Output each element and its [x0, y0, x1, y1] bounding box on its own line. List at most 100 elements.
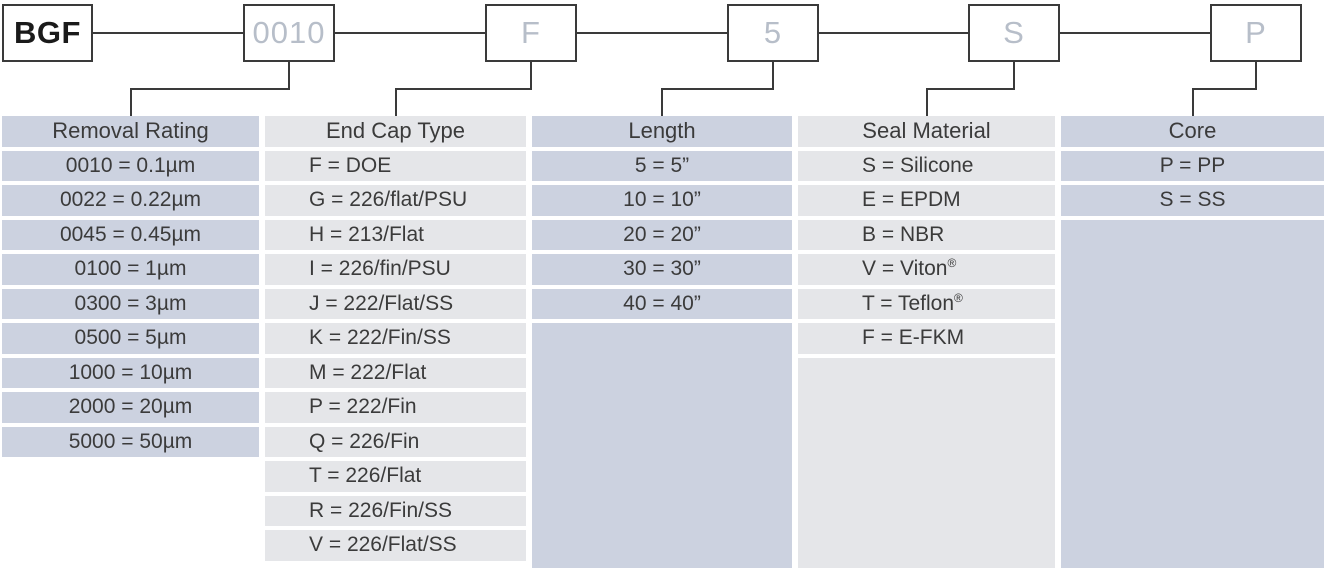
option-cell: V = 226/Flat/SS: [265, 530, 526, 561]
column-header-label: Core: [1168, 118, 1217, 144]
option-label: G = 226/flat/PSU: [309, 188, 468, 212]
option-label: Q = 226/Fin: [309, 429, 420, 453]
option-cell: G = 226/flat/PSU: [265, 185, 526, 216]
option-cell: 0100 = 1µm: [2, 254, 259, 285]
connector-horizontal-line: [394, 88, 532, 90]
option-cell: 5 = 5”: [532, 150, 792, 181]
connector-drop-line: [772, 62, 774, 90]
option-label: E = EPDM: [862, 188, 961, 212]
column-header-end-cap-type: End Cap Type: [265, 116, 526, 147]
option-cell: 30 = 30”: [532, 254, 792, 285]
option-cell: T = Teflon®: [798, 288, 1055, 319]
option-label: T = Teflon®: [862, 290, 963, 315]
column-header-core: Core: [1061, 116, 1324, 147]
column-header-removal-rating: Removal Rating: [2, 116, 259, 147]
connector-drop-line: [1255, 62, 1257, 90]
bus-line: [819, 32, 968, 35]
option-label: 0300 = 3µm: [74, 291, 187, 315]
code-value-removal-rating: 0010: [252, 15, 326, 50]
option-label: F = E-FKM: [862, 326, 965, 350]
bus-line: [335, 32, 485, 35]
series-prefix-box: BGF: [2, 4, 93, 62]
option-label: R = 226/Fin/SS: [309, 498, 452, 522]
option-cell: 0300 = 3µm: [2, 288, 259, 319]
code-box-seal-material: S: [968, 4, 1060, 62]
option-cell: Q = 226/Fin: [265, 426, 526, 457]
option-label: P = PP: [1159, 153, 1226, 177]
connector-horizontal-line: [1191, 88, 1257, 90]
column-header-label: Length: [628, 118, 696, 144]
option-label: 0010 = 0.1µm: [65, 153, 196, 177]
column-header-label: Removal Rating: [52, 118, 209, 144]
option-cell: T = 226/Flat: [265, 461, 526, 492]
connector-entry-line: [661, 88, 663, 116]
option-cell: 40 = 40”: [532, 288, 792, 319]
option-label: T = 226/Flat: [309, 464, 422, 488]
option-cell: H = 213/Flat: [265, 219, 526, 250]
option-label: B = NBR: [862, 222, 945, 246]
option-cell: P = 222/Fin: [265, 392, 526, 423]
column-fill-block: [798, 357, 1055, 568]
code-box-end-cap-type: F: [485, 4, 577, 62]
option-label: 40 = 40”: [623, 291, 701, 315]
option-label: 0022 = 0.22µm: [59, 188, 202, 212]
option-label: 1000 = 10µm: [68, 360, 193, 384]
connector-entry-line: [129, 88, 132, 116]
option-cell: J = 222/Flat/SS: [265, 288, 526, 319]
option-cell: F = DOE: [265, 150, 526, 181]
bus-line: [1060, 32, 1210, 35]
code-box-core: P: [1210, 4, 1302, 62]
option-label: 2000 = 20µm: [68, 395, 193, 419]
connector-horizontal-line: [661, 88, 774, 90]
option-cell: 0010 = 0.1µm: [2, 150, 259, 181]
option-cell: S = Silicone: [798, 150, 1055, 181]
option-cell: K = 222/Fin/SS: [265, 323, 526, 354]
column-header-seal-material: Seal Material: [798, 116, 1055, 147]
option-label: V = Viton®: [862, 256, 957, 281]
option-cell: 20 = 20”: [532, 219, 792, 250]
connector-drop-line: [288, 62, 290, 90]
code-value-core: P: [1245, 15, 1267, 50]
option-label: S = SS: [1159, 188, 1226, 212]
option-cell: F = E-FKM: [798, 323, 1055, 354]
option-label: P = 222/Fin: [309, 395, 417, 419]
option-label: I = 226/fin/PSU: [309, 257, 451, 281]
option-cell: I = 226/fin/PSU: [265, 254, 526, 285]
option-cell: 0022 = 0.22µm: [2, 185, 259, 216]
option-cell: V = Viton®: [798, 254, 1055, 285]
code-value-seal-material: S: [1003, 15, 1025, 50]
bus-line: [93, 32, 243, 35]
connector-drop-line: [1013, 62, 1015, 90]
connector-entry-line: [925, 88, 928, 116]
option-label: 5 = 5”: [634, 153, 690, 177]
option-label: 10 = 10”: [623, 188, 701, 212]
option-label: 30 = 30”: [623, 257, 701, 281]
option-label: S = Silicone: [862, 153, 974, 177]
option-cell: 0045 = 0.45µm: [2, 219, 259, 250]
option-cell: E = EPDM: [798, 185, 1055, 216]
option-label: J = 222/Flat/SS: [309, 291, 454, 315]
option-label: F = DOE: [309, 153, 392, 177]
column-fill-block: [1061, 219, 1324, 568]
option-cell: R = 226/Fin/SS: [265, 495, 526, 526]
option-cell: 10 = 10”: [532, 185, 792, 216]
column-header-label: End Cap Type: [325, 118, 466, 144]
option-cell: B = NBR: [798, 219, 1055, 250]
code-value-length: 5: [763, 15, 783, 50]
option-label: M = 222/Flat: [309, 360, 427, 384]
connector-drop-line: [530, 62, 532, 90]
option-label: 0100 = 1µm: [74, 257, 187, 281]
connector-horizontal-line: [925, 88, 1015, 90]
option-label: V = 226/Flat/SS: [309, 533, 457, 557]
option-cell: M = 222/Flat: [265, 357, 526, 388]
option-label: 20 = 20”: [623, 222, 701, 246]
column-header-label: Seal Material: [862, 118, 991, 144]
connector-entry-line: [1191, 88, 1194, 116]
option-cell: 5000 = 50µm: [2, 426, 259, 457]
option-cell: P = PP: [1061, 150, 1324, 181]
option-label: K = 222/Fin/SS: [309, 326, 451, 350]
connector-entry-line: [394, 88, 397, 116]
series-prefix-label: BGF: [14, 15, 81, 50]
option-label: 0500 = 5µm: [74, 326, 187, 350]
